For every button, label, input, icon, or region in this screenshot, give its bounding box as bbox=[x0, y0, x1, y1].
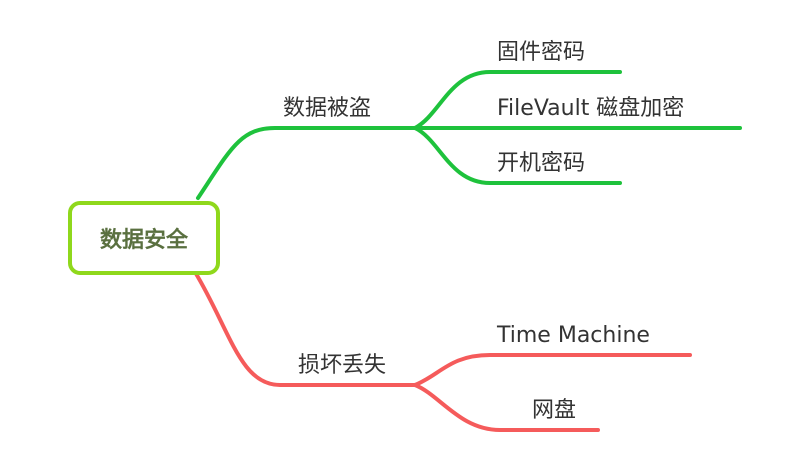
red-branch-lines bbox=[193, 270, 692, 432]
root-label: 数据安全 bbox=[99, 228, 188, 253]
green-branch-lines bbox=[196, 70, 742, 200]
node-filevault[interactable]: FileVault 磁盘加密 bbox=[497, 96, 685, 121]
node-firmware-password[interactable]: 固件密码 bbox=[497, 40, 586, 65]
node-cloud-drive[interactable]: 网盘 bbox=[532, 398, 577, 423]
node-login-password[interactable]: 开机密码 bbox=[497, 151, 586, 176]
node-damage-loss[interactable]: 损坏丢失 bbox=[298, 353, 387, 378]
node-time-machine[interactable]: Time Machine bbox=[497, 323, 650, 348]
node-data-theft[interactable]: 数据被盗 bbox=[283, 96, 372, 121]
root-node[interactable]: 数据安全 bbox=[68, 201, 220, 275]
